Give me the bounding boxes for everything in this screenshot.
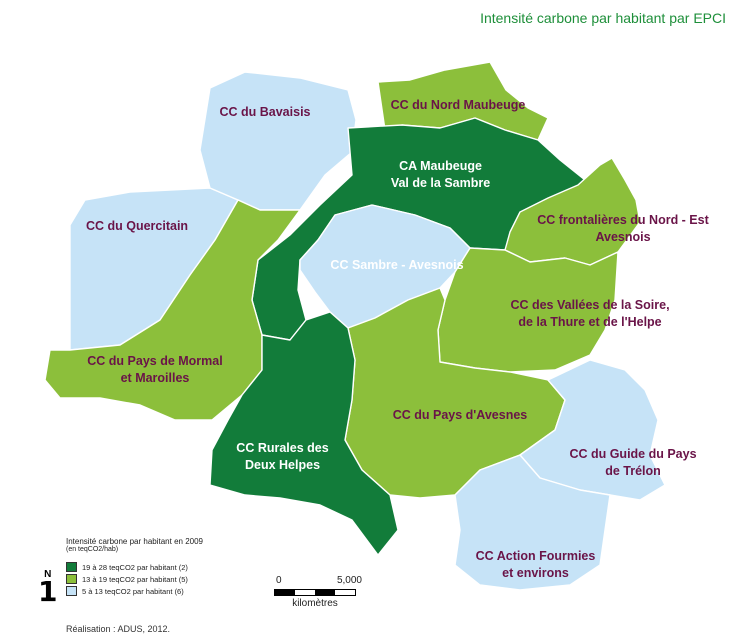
legend-item-low: 5 à 13 teqCO2 par habitant (6) bbox=[66, 585, 203, 597]
region-mormal[interactable] bbox=[44, 199, 301, 421]
legend-title: Intensité carbone par habitant en 2009 bbox=[66, 537, 203, 546]
legend-item-medium: 13 à 19 teqCO2 par habitant (5) bbox=[66, 573, 203, 585]
map-title: Intensité carbone par habitant par EPCI bbox=[480, 10, 726, 26]
region-bavaisis[interactable] bbox=[199, 71, 357, 211]
north-arrow-icon: 1 bbox=[38, 575, 58, 608]
legend-swatch-low bbox=[66, 586, 77, 596]
scale-bar-graphic bbox=[274, 589, 356, 596]
north-arrow: N 1 bbox=[38, 569, 58, 608]
region-rurales-helpes[interactable] bbox=[209, 311, 399, 556]
scale-numbers: 0 5,000 bbox=[274, 575, 362, 587]
legend-label-medium: 13 à 19 teqCO2 par habitant (5) bbox=[82, 574, 188, 584]
north-letter: N bbox=[44, 569, 52, 580]
map-legend: Intensité carbone par habitant en 2009 (… bbox=[66, 537, 203, 597]
legend-unit: (en teqCO2/hab) bbox=[66, 546, 119, 553]
region-action-fourmies[interactable] bbox=[454, 454, 611, 591]
region-vallees-soire[interactable] bbox=[437, 247, 619, 373]
region-guide-trelon[interactable] bbox=[519, 359, 666, 501]
legend-label-low: 5 à 13 teqCO2 par habitant (6) bbox=[82, 586, 184, 596]
legend-swatch-medium bbox=[66, 574, 77, 584]
scale-unit: kilomètres bbox=[292, 598, 338, 609]
scale-start: 0 bbox=[276, 575, 282, 586]
scale-end: 5,000 bbox=[336, 575, 362, 586]
legend-item-high: 19 à 28 teqCO2 par habitant (2) bbox=[66, 561, 203, 573]
legend-swatch-high bbox=[66, 562, 77, 572]
scale-bar: 0 5,000 kilomètres bbox=[274, 575, 362, 609]
credit-text: Réalisation : ADUS, 2012. bbox=[66, 624, 171, 634]
legend-label-high: 19 à 28 teqCO2 par habitant (2) bbox=[82, 562, 188, 572]
